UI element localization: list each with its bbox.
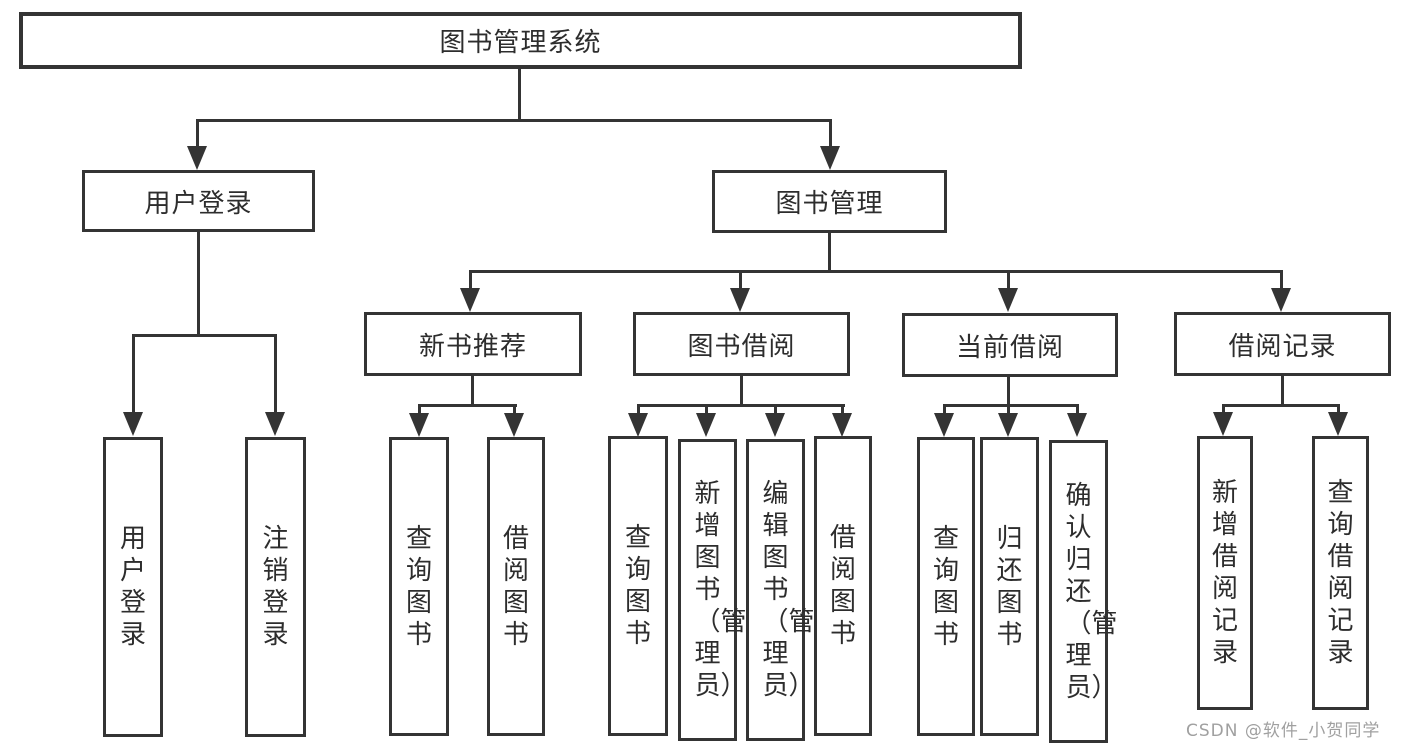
connector-line xyxy=(739,270,742,290)
arrow-down-icon xyxy=(998,413,1018,437)
leaf-borrow-books-borrowing: 借阅图书 xyxy=(814,436,872,736)
connector-line xyxy=(1222,404,1340,407)
connector-line xyxy=(705,404,708,414)
node-book-management: 图书管理 xyxy=(712,170,947,233)
connector-line xyxy=(471,376,474,406)
arrow-down-icon xyxy=(934,413,954,437)
connector-line xyxy=(1007,270,1010,290)
arrow-down-icon xyxy=(1213,412,1233,436)
connector-line xyxy=(1280,270,1283,290)
connector-line xyxy=(518,68,521,120)
connector-line xyxy=(1076,404,1079,414)
leaf-query-borrow-record: 查询借阅记录 xyxy=(1312,436,1369,710)
arrow-down-icon xyxy=(765,413,785,437)
connector-line xyxy=(774,404,777,414)
connector-line xyxy=(196,119,832,122)
connector-line xyxy=(943,404,1079,407)
connector-line xyxy=(469,270,472,290)
leaf-edit-books-admin: 编辑图书（管理员） xyxy=(746,439,815,741)
leaf-label: 归还图书 xyxy=(996,523,1023,650)
node-new-book-recommend: 新书推荐 xyxy=(364,312,582,376)
connector-line xyxy=(418,404,517,407)
leaf-label: 用户登录 xyxy=(120,524,147,650)
leaf-label: 编辑图书（管理员） xyxy=(762,479,815,701)
leaf-label: 确认归还（管理员） xyxy=(1065,480,1118,703)
leaf-label: 查询图书 xyxy=(406,523,433,650)
connector-line xyxy=(740,376,743,406)
arrow-down-icon xyxy=(628,413,648,437)
leaf-label: 注销登录 xyxy=(262,524,289,650)
arrow-down-icon xyxy=(123,412,143,436)
connector-line xyxy=(274,334,277,412)
node-label: 新书推荐 xyxy=(418,331,527,362)
arrow-down-icon xyxy=(1067,413,1087,437)
node-label: 当前借阅 xyxy=(955,332,1064,363)
node-label: 借阅记录 xyxy=(1228,331,1337,362)
leaf-add-books-admin: 新增图书（管理员） xyxy=(678,439,747,741)
leaf-label: 借阅图书 xyxy=(503,523,530,650)
connector-line xyxy=(513,404,516,414)
node-label: 图书借阅 xyxy=(687,331,796,362)
arrow-down-icon xyxy=(187,146,207,170)
leaf-label: 新增借阅记录 xyxy=(1212,478,1239,668)
connector-line xyxy=(828,233,831,273)
leaf-logout-login: 注销登录 xyxy=(245,437,306,737)
arrow-down-icon xyxy=(832,413,852,437)
connector-line xyxy=(943,404,946,414)
connector-line xyxy=(469,270,1283,273)
csdn-watermark: CSDN @软件_小贺同学 xyxy=(1186,721,1381,741)
connector-line xyxy=(637,404,640,414)
connector-line xyxy=(841,404,844,414)
arrow-down-icon xyxy=(265,412,285,436)
connector-line xyxy=(1007,377,1010,406)
node-book-borrowing: 图书借阅 xyxy=(633,312,850,376)
connector-line xyxy=(1222,404,1225,413)
arrow-down-icon xyxy=(1271,288,1291,312)
connector-line xyxy=(418,404,421,414)
leaf-user-login: 用户登录 xyxy=(103,437,163,737)
node-label: 用户登录 xyxy=(144,188,253,219)
leaf-label: 查询图书 xyxy=(933,523,960,650)
arrow-down-icon xyxy=(504,413,524,437)
connector-line xyxy=(1281,376,1284,406)
connector-line xyxy=(829,119,832,147)
leaf-query-books-borrowing: 查询图书 xyxy=(608,436,668,736)
leaf-return-books: 归还图书 xyxy=(980,437,1039,736)
connector-line xyxy=(1337,404,1340,413)
connector-line xyxy=(196,119,199,147)
leaf-label: 借阅图书 xyxy=(830,523,857,649)
node-root-system: 图书管理系统 xyxy=(19,12,1022,69)
node-borrowing-records: 借阅记录 xyxy=(1174,312,1391,376)
leaf-borrow-books-recommend: 借阅图书 xyxy=(487,437,545,736)
leaf-label: 查询图书 xyxy=(625,523,652,649)
node-label: 图书管理系统 xyxy=(439,28,602,58)
connector-line xyxy=(132,334,135,412)
node-current-borrowing: 当前借阅 xyxy=(902,313,1118,377)
arrow-down-icon xyxy=(460,288,480,312)
leaf-query-books-recommend: 查询图书 xyxy=(389,437,449,736)
connector-line xyxy=(197,232,200,336)
node-label: 图书管理 xyxy=(775,189,884,219)
arrow-down-icon xyxy=(409,413,429,437)
arrow-down-icon xyxy=(730,288,750,312)
leaf-add-borrow-record: 新增借阅记录 xyxy=(1197,436,1253,710)
connector-line xyxy=(637,404,845,407)
connector-line xyxy=(132,334,277,337)
arrow-down-icon xyxy=(1328,412,1348,436)
leaf-label: 新增图书（管理员） xyxy=(694,479,747,701)
node-user-login: 用户登录 xyxy=(82,170,315,232)
connector-line xyxy=(1007,404,1010,414)
leaf-query-books-current: 查询图书 xyxy=(917,437,975,736)
arrow-down-icon xyxy=(696,413,716,437)
leaf-confirm-return-admin: 确认归还（管理员） xyxy=(1049,440,1118,743)
leaf-label: 查询借阅记录 xyxy=(1327,478,1354,668)
arrow-down-icon xyxy=(820,146,840,170)
arrow-down-icon xyxy=(998,288,1018,312)
